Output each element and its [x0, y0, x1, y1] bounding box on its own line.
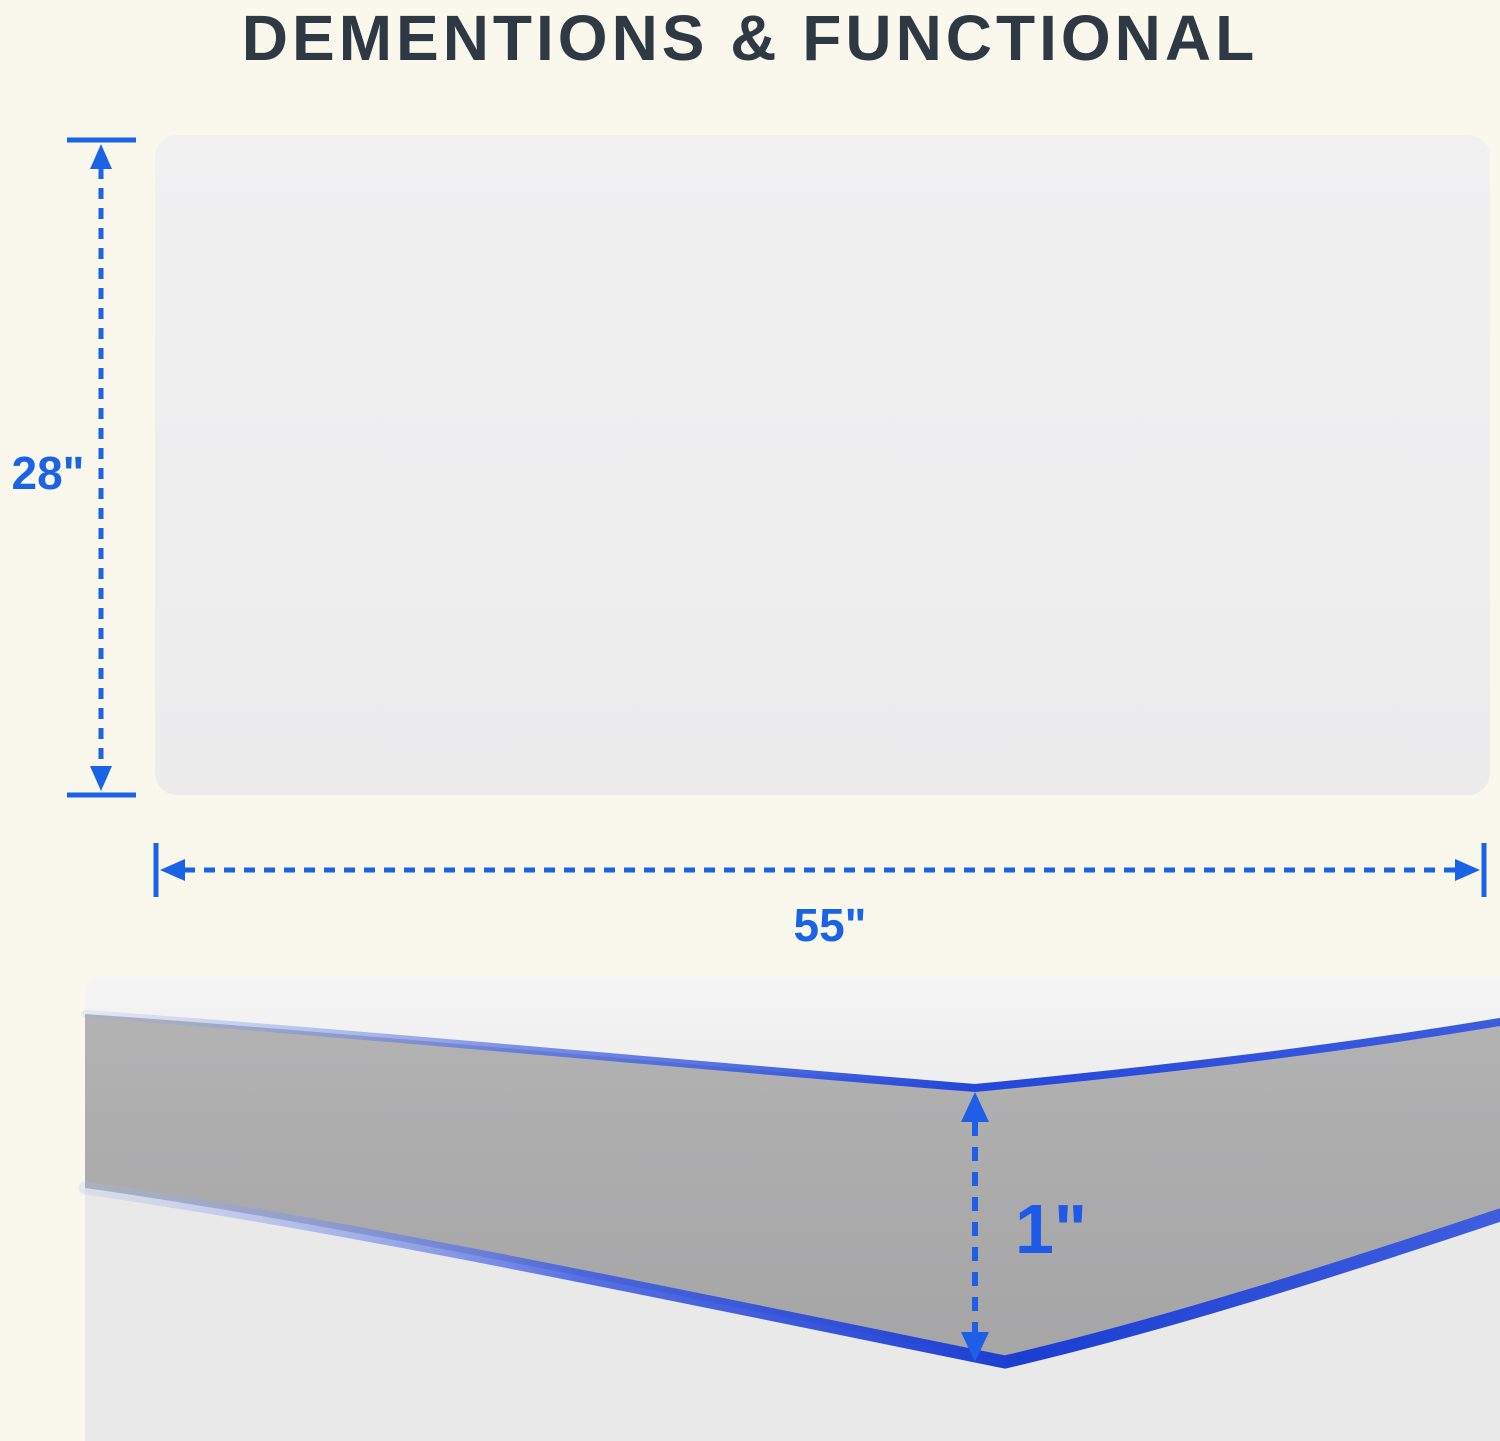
- page-title: DEMENTIONS & FUNCTIONAL: [241, 2, 1259, 74]
- mat-front-face: [85, 1014, 1500, 1362]
- height-dimension-arrow: 28": [12, 137, 136, 798]
- floor: [85, 1170, 1500, 1441]
- thickness-arrowhead-up-icon: [961, 1092, 989, 1122]
- thickness-arrowhead-down-icon: [961, 1332, 989, 1362]
- height-arrowhead-down-icon: [90, 766, 112, 791]
- edge-highlight-bottom: [78, 1181, 1500, 1369]
- mat-side-view: 1": [78, 976, 1500, 1441]
- width-dimension-arrow: 55": [153, 843, 1487, 951]
- mat-top-view: [155, 135, 1490, 795]
- width-arrowhead-left-icon: [160, 859, 185, 881]
- thickness-dimension-arrow: 1": [961, 1092, 1087, 1362]
- edge-highlight-top: [81, 1010, 1500, 1093]
- height-arrowhead-up-icon: [90, 144, 112, 169]
- height-label: 28": [12, 447, 85, 499]
- mat-top-surface: [85, 976, 1500, 1088]
- width-label: 55": [794, 899, 867, 951]
- width-arrowhead-right-icon: [1455, 859, 1480, 881]
- thickness-label: 1": [1015, 1190, 1087, 1268]
